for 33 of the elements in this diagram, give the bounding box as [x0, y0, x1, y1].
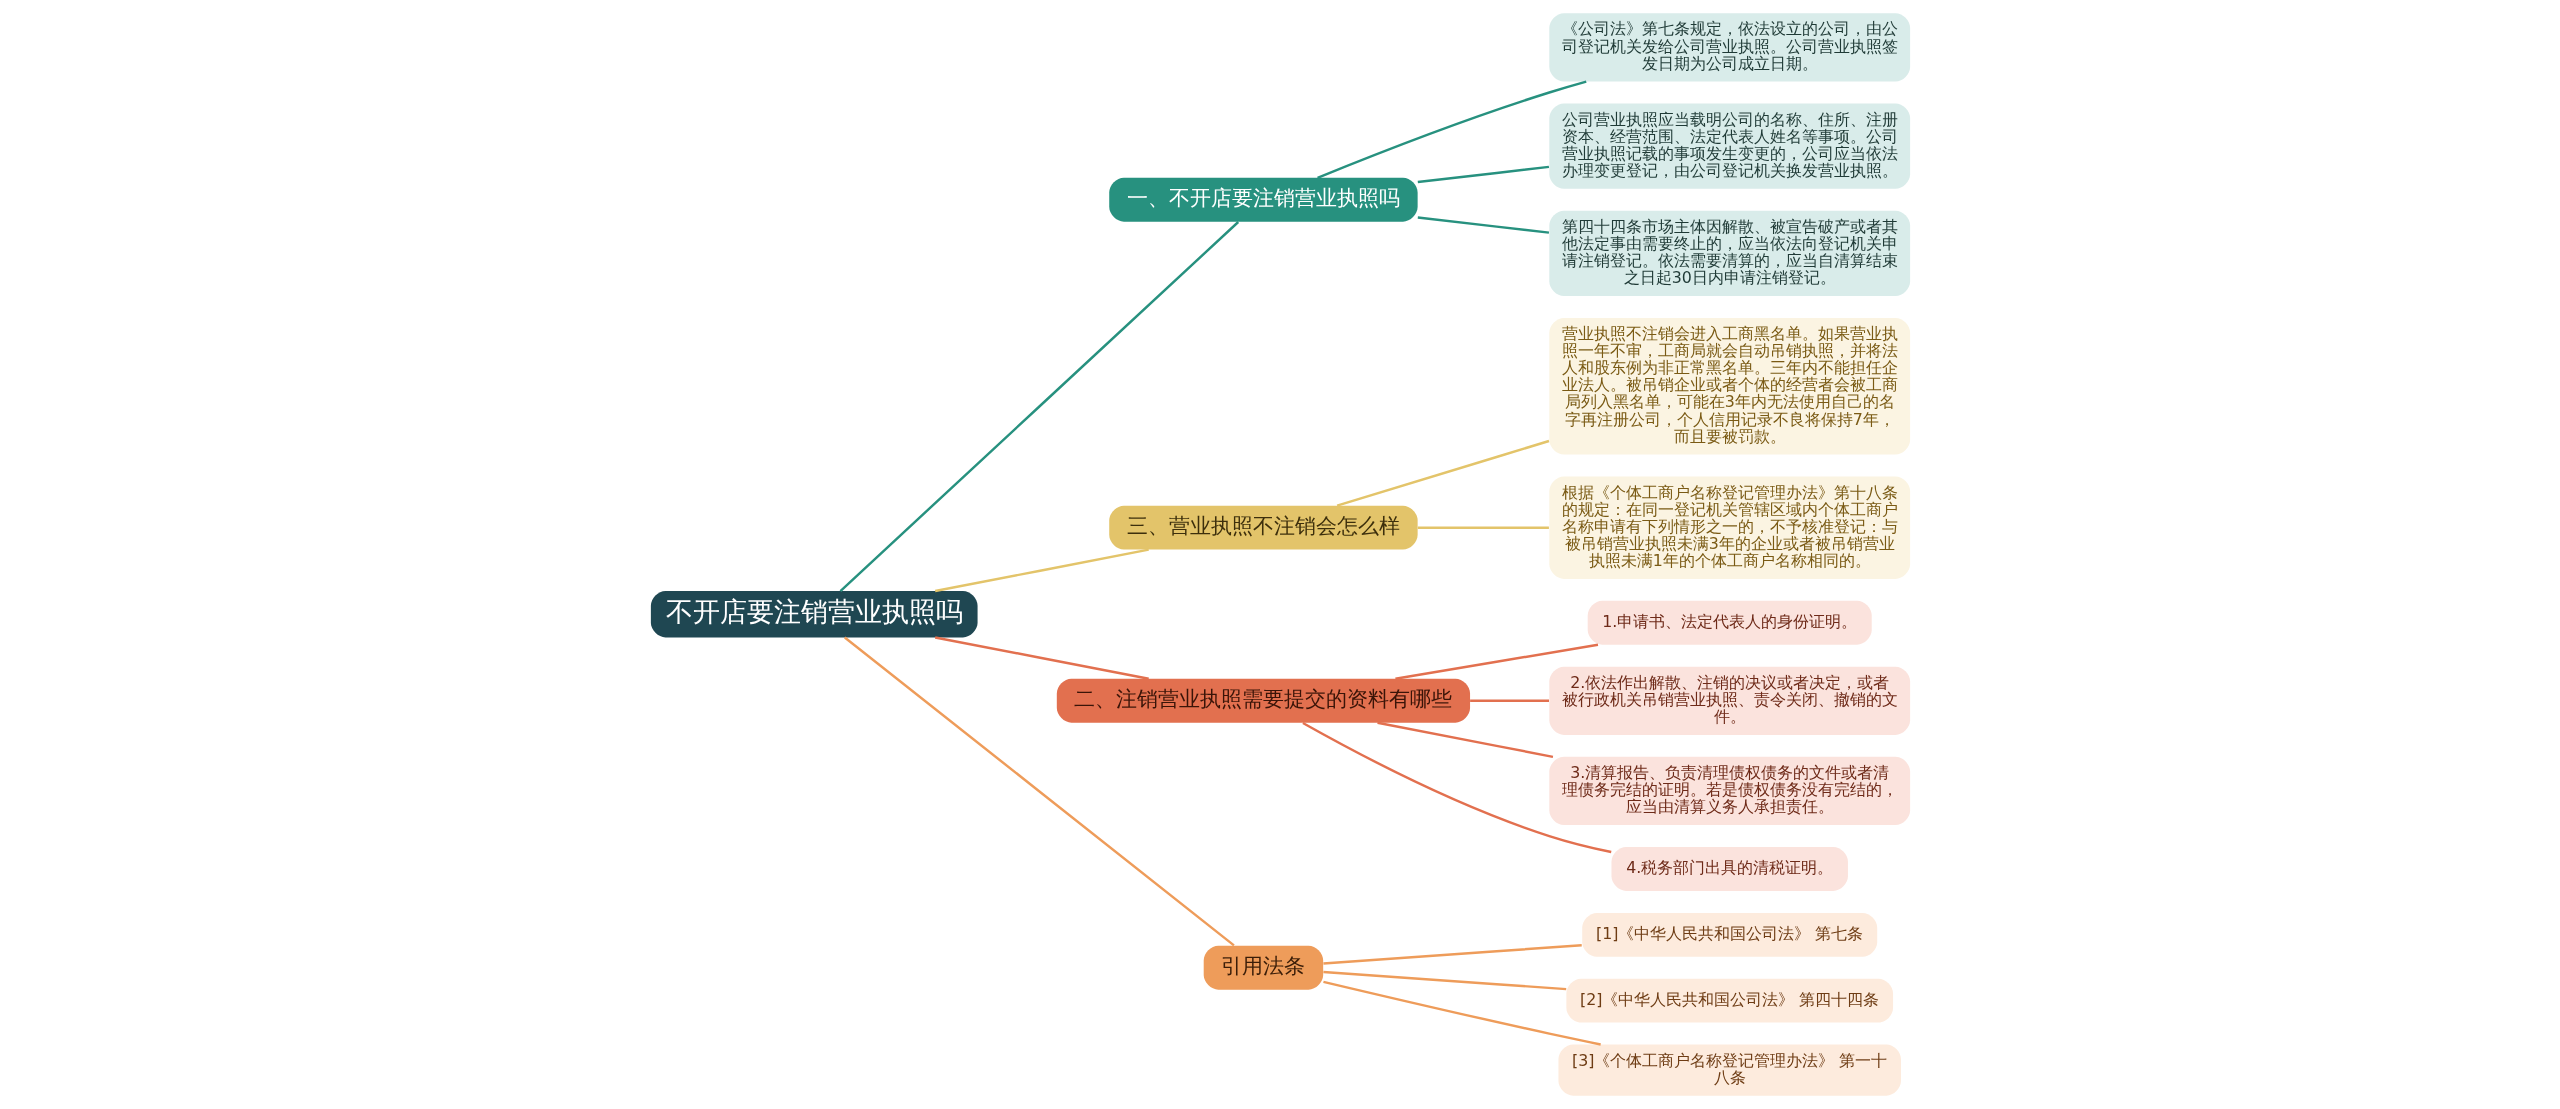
node-box: 《公司法》第七条规定，依法设立的公司，由公司登记机关发给公司营业执照。公司营业执照签发日期为公司成立日期。 [1548, 13, 1910, 82]
node-box: 根据《个体工商户名称登记管理办法》第十八条的规定：在同一登记机关管辖区域内个体工商户名称申请有下列情形之一的，不予核准登记：与被吊销营业执照未满3年的企业或者被吊销营业执照未满1年的个体工商户名称相同的。 [1548, 476, 1910, 579]
node-box: 三、营业执照不注销会怎么样 [1108, 505, 1418, 550]
node-box: 不开店要注销营业执照吗 [650, 591, 978, 638]
node-box: 4.税务部门出具的清税证明。 [1610, 847, 1848, 891]
node-box: 一、不开店要注销营业执照吗 [1108, 177, 1418, 222]
node-box: 第四十四条市场主体因解散、被宣告破产或者其他法定事由需要终止的，应当依法向登记机关申请注销登记。依法需要清算的，应当自清算结束之日起30日内申请注销登记。 [1548, 210, 1910, 297]
node-box: [2]《中华人民共和国公司法》 第四十四条 [1565, 978, 1893, 1023]
connector [1376, 721, 1553, 759]
node-box: 二、注销营业执照需要提交的资料有哪些 [1056, 678, 1470, 723]
connector [1322, 970, 1566, 991]
connector [1417, 165, 1549, 184]
connector [934, 636, 1149, 680]
connector [1417, 526, 1549, 529]
connector [839, 221, 1239, 592]
node-box: 2.依法作出解散、注销的决议或者决定，或者被行政机关吊销营业执照、责令关闭、撤销的文件。 [1548, 666, 1910, 735]
connector [1301, 721, 1611, 854]
connector [1469, 699, 1549, 702]
node-box: 3.清算报告、负责清理债权债务的文件或者清理债务完结的证明。若是债权债务没有完结的，应当由清算义务人承担责任。 [1548, 756, 1910, 826]
connector [1316, 80, 1587, 179]
node-box: [3]《个体工商户名称登记管理办法》 第一十八条 [1557, 1044, 1901, 1096]
node-box: 公司营业执照应当载明公司的名称、住所、注册资本、经营范围、法定代表人姓名等事项。公司营业执照记载的事项发生变更的，公司应当依法办理变更登记，由公司登记机关换发营业执照。 [1548, 103, 1910, 189]
connector [1322, 980, 1601, 1046]
connector [1322, 944, 1582, 965]
connector [1417, 216, 1549, 234]
connector [1336, 439, 1549, 507]
node-box: 1.申请书、法定代表人的身份证明。 [1587, 600, 1872, 645]
node-box: 引用法条 [1203, 945, 1323, 990]
connector [843, 636, 1235, 947]
connector [934, 548, 1149, 593]
node-box: [1]《中华人民共和国公司法》 第七条 [1581, 912, 1877, 957]
node-box: 营业执照不注销会进入工商黑名单。如果营业执照一年不审，工商局就会自动吊销执照，并将法人和股东例为非正常黑名单。三年内不能担任企业法人。被吊销企业或者个体的经营者会被工商局列入黑名单，可能在3年内无法使用自己的名字再注册公司，个人信用记录不良将保持7年，而且要被罚款。 [1548, 318, 1910, 455]
connector [1394, 643, 1598, 680]
